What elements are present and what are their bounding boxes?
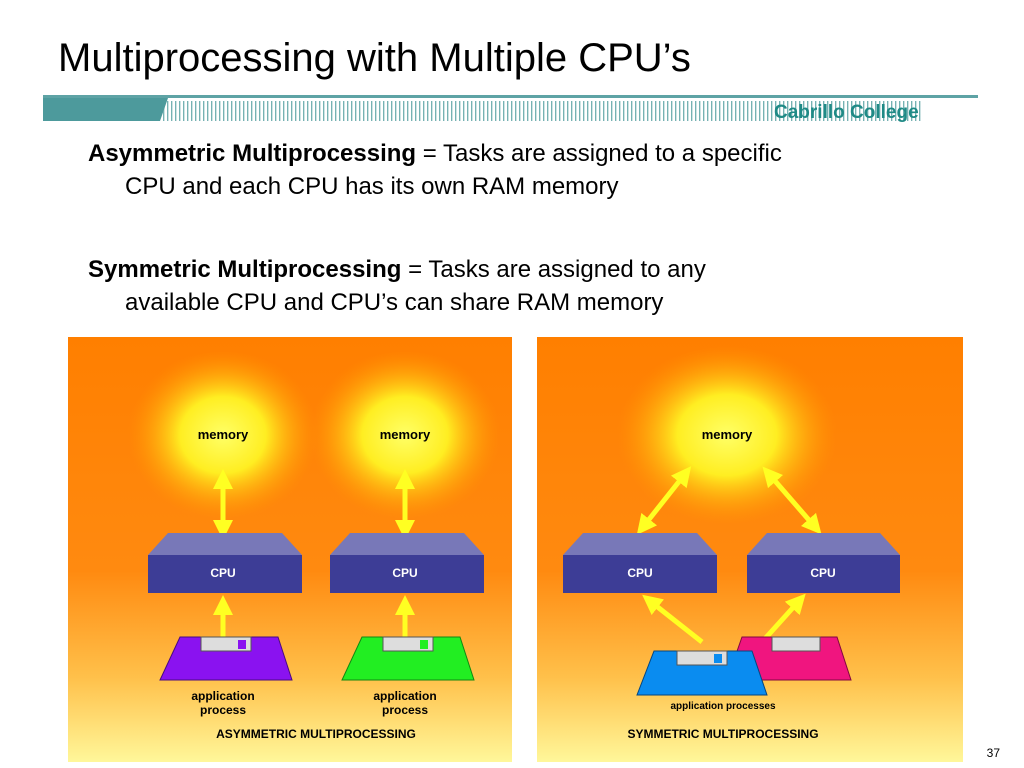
cpu-label: CPU <box>210 566 235 580</box>
process-label: process <box>382 703 428 717</box>
bullet-symmetric: Symmetric Multiprocessing = Tasks are as… <box>88 253 948 319</box>
diagram-caption: SYMMETRIC MULTIPROCESSING <box>627 727 818 741</box>
header-banner <box>43 95 978 121</box>
cpu-block-1 <box>563 533 717 593</box>
memory-cpu-arrow <box>762 466 822 535</box>
bullet-asymmetric: Asymmetric Multiprocessing = Tasks are a… <box>88 137 948 203</box>
process-label: application <box>373 689 436 703</box>
process-label: process <box>200 703 246 717</box>
bullet-term: Asymmetric Multiprocessing <box>88 140 417 167</box>
floppy-disk-icon-blue <box>636 650 768 696</box>
cpu-label: CPU <box>392 566 417 580</box>
slide-title: Multiprocessing with Multiple CPU’s <box>58 36 691 80</box>
page-number: 37 <box>986 746 1000 760</box>
floppy-disk-icon-purple <box>159 636 293 681</box>
cpu-block-1 <box>148 533 302 593</box>
symmetric-diagram: memory CPU CPU application processes SYM… <box>537 337 963 762</box>
process-cpu-arrow <box>760 593 806 644</box>
bullet-text: = Tasks are assigned to a specific <box>416 140 782 167</box>
bullet-text-cont: CPU and each CPU has its own RAM memory <box>125 173 619 200</box>
cpu-label: CPU <box>810 566 835 580</box>
process-cpu-arrow <box>642 594 704 644</box>
floppy-disk-icon-green <box>341 636 475 681</box>
memory-label: memory <box>198 427 249 442</box>
diagram-caption: ASYMMETRIC MULTIPROCESSING <box>216 727 416 741</box>
memory-label: memory <box>380 427 431 442</box>
cpu-label: CPU <box>627 566 652 580</box>
memory-cpu-arrow <box>636 466 692 535</box>
memory-label: memory <box>702 427 753 442</box>
memory-glow-2 <box>310 350 500 520</box>
bullet-text-cont: available CPU and CPU’s can share RAM me… <box>125 289 664 316</box>
asymmetric-diagram: memory memory CPU CPU application proces… <box>68 337 512 762</box>
brand-logo-text: Cabrillo College <box>774 102 919 123</box>
process-label: application <box>191 689 254 703</box>
bullet-term: Symmetric Multiprocessing <box>88 256 402 283</box>
cpu-block-2 <box>330 533 484 593</box>
memory-glow-1 <box>128 350 318 520</box>
process-label: application processes <box>670 701 775 712</box>
bullet-text: = Tasks are assigned to any <box>401 256 706 283</box>
cpu-block-2 <box>747 533 900 593</box>
